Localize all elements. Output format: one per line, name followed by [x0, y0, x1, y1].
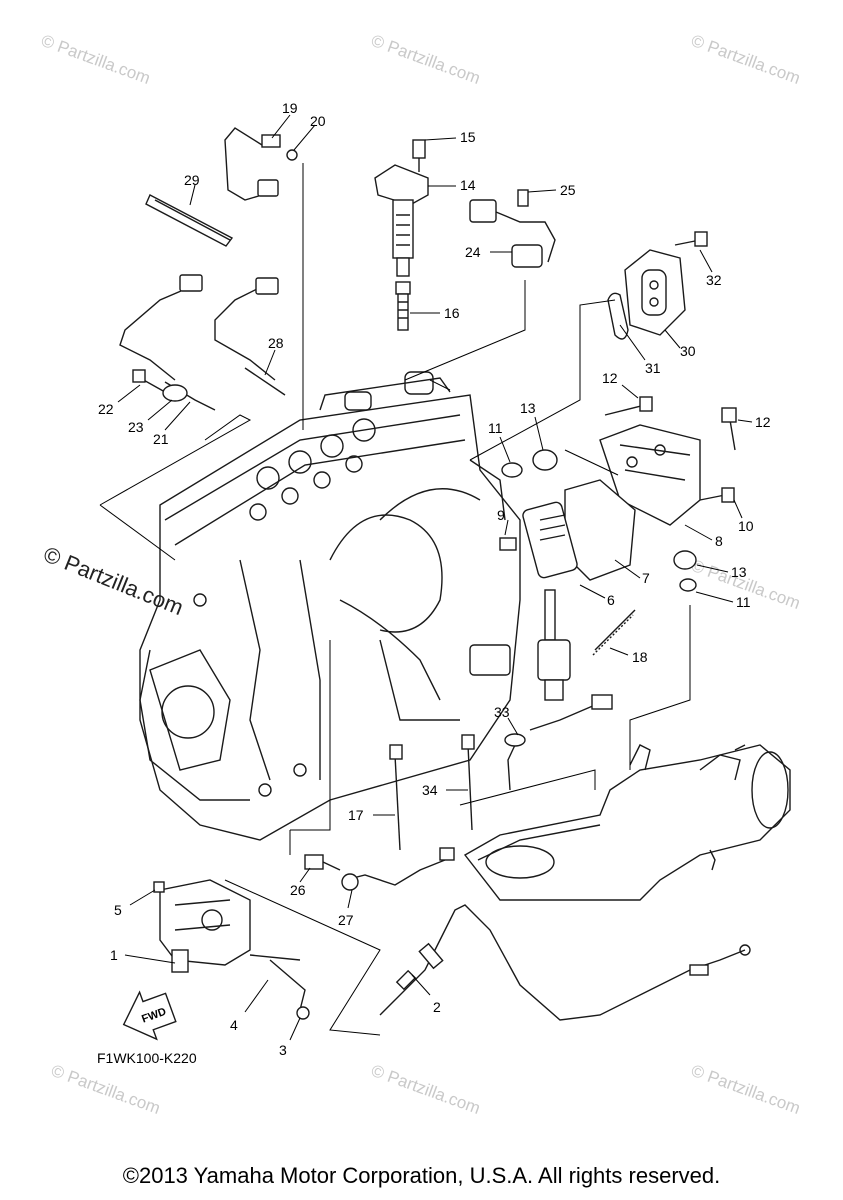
callout-1: 1: [110, 947, 118, 963]
ignition-coil: [374, 139, 429, 331]
callout-4: 4: [230, 1017, 238, 1033]
callout-13b: 13: [731, 564, 747, 580]
side-watermark: © Partzilla.com: [40, 541, 187, 620]
forward-arrow: FWD: [122, 990, 177, 1041]
copyright-notice: ©2013 Yamaha Motor Corporation, U.S.A. A…: [122, 1163, 721, 1188]
callout-33: 33: [494, 704, 510, 720]
callout-29: 29: [184, 172, 200, 188]
reference-lines: [99, 163, 691, 1036]
lower-sensors: [304, 609, 636, 891]
diagram-code: F1WK100-K220: [97, 1050, 197, 1066]
callout-12a: 12: [602, 370, 618, 386]
watermark: © Partzilla.com: [369, 1061, 483, 1118]
wiring-harness: [119, 127, 298, 411]
callout-16: 16: [444, 305, 460, 321]
callout-5: 5: [114, 902, 122, 918]
callout-19: 19: [282, 100, 298, 116]
callout-32: 32: [706, 272, 722, 288]
watermark: © Partzilla.com: [689, 31, 803, 88]
callout-10: 10: [738, 518, 754, 534]
callout-14: 14: [460, 177, 476, 193]
callout-3: 3: [279, 1042, 287, 1058]
callout-28: 28: [268, 335, 284, 351]
callout-8: 8: [715, 533, 723, 549]
callout-21: 21: [153, 431, 169, 447]
callout-7: 7: [642, 570, 650, 586]
engine-block: [139, 371, 521, 841]
throttle-cable: [379, 904, 751, 1021]
callout-6: 6: [607, 592, 615, 608]
callout-11a: 11: [488, 420, 503, 436]
callout-9: 9: [497, 507, 505, 523]
callout-12b: 12: [755, 414, 771, 430]
watermark: © Partzilla.com: [49, 1061, 163, 1118]
watermark: © Partzilla.com: [369, 31, 483, 88]
callouts: 1 2 3 4 5 6 7 8 9 10 11 11 12 12 13 13 1…: [98, 100, 771, 1058]
callout-18: 18: [632, 649, 648, 665]
watermark: © Partzilla.com: [689, 1061, 803, 1118]
callout-23: 23: [128, 419, 144, 435]
callout-30: 30: [680, 343, 696, 359]
grommets: [501, 449, 697, 592]
cam-position-sensor: [469, 189, 556, 268]
callout-20: 20: [310, 113, 326, 129]
callout-17: 17: [348, 807, 364, 823]
exhaust-manifold: [463, 744, 791, 901]
callout-13a: 13: [520, 400, 536, 416]
throttle-position-sensor: [607, 231, 708, 340]
callout-11b: 11: [736, 594, 751, 610]
callout-26: 26: [290, 882, 306, 898]
throttle-body: [153, 879, 310, 1020]
intake-housing: [522, 424, 701, 701]
callout-27: 27: [338, 912, 354, 928]
callout-22: 22: [98, 401, 114, 417]
bolts: [132, 369, 737, 551]
watermark: © Partzilla.com: [39, 31, 153, 88]
callout-25: 25: [560, 182, 576, 198]
callout-15: 15: [460, 129, 476, 145]
callout-24: 24: [465, 244, 481, 260]
callout-31: 31: [645, 360, 661, 376]
callout-34: 34: [422, 782, 438, 798]
callout-2: 2: [433, 999, 441, 1015]
